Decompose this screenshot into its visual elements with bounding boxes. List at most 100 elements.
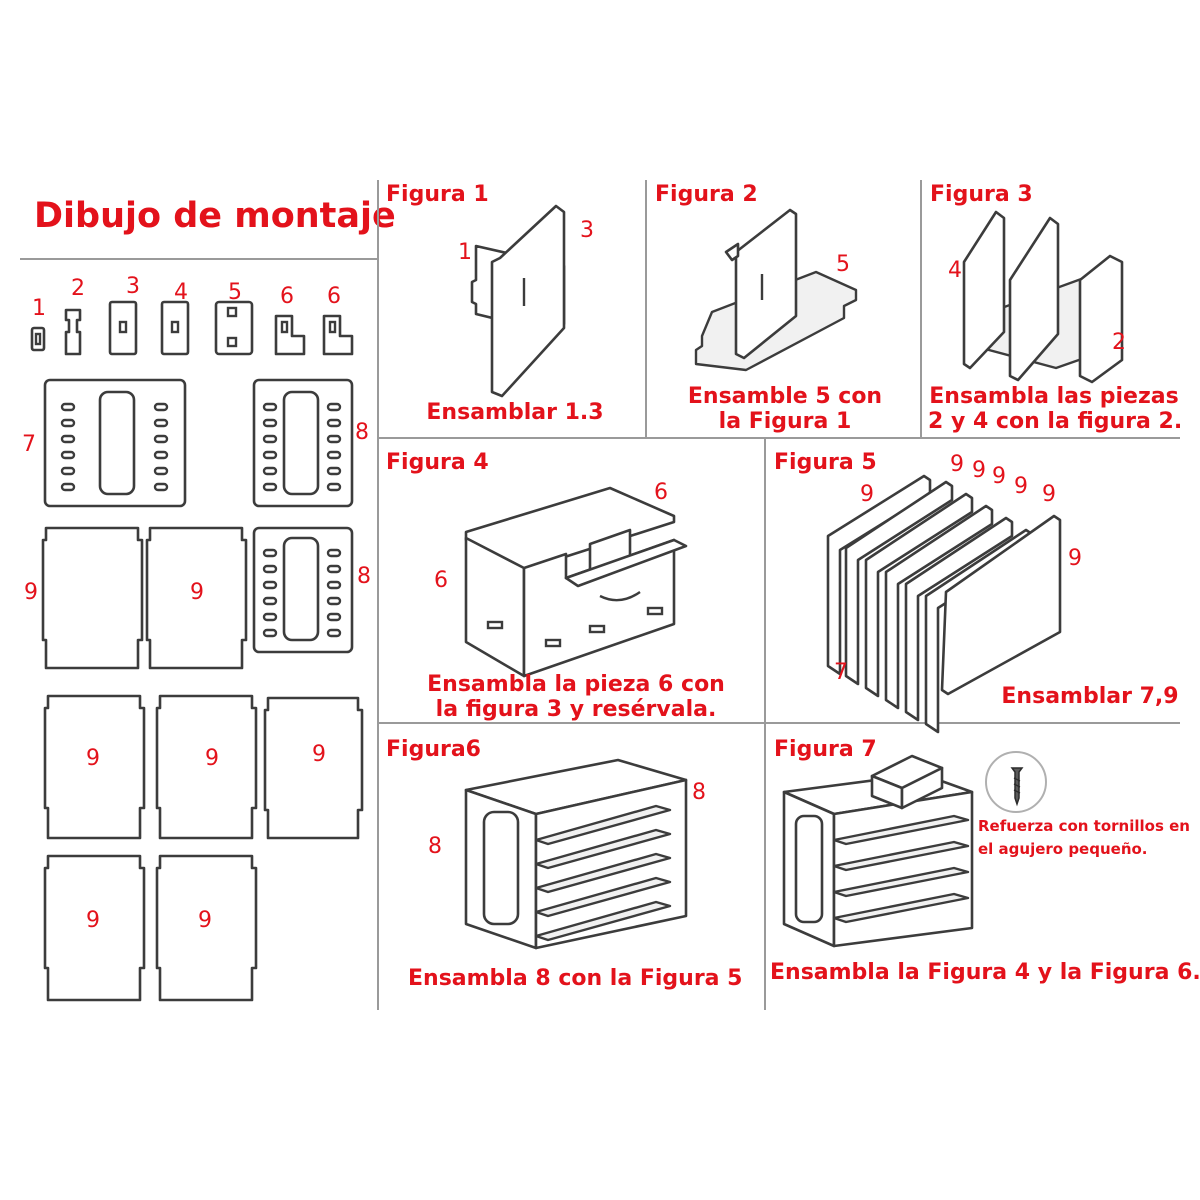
- divider-fig1-fig2: [645, 180, 647, 438]
- shelf-slot: [153, 450, 169, 460]
- figure-7-caption: Ensambla la Figura 4 y la Figura 6.: [770, 960, 1200, 985]
- shelf-slot: [262, 628, 278, 638]
- part-label-1: 1: [32, 296, 46, 321]
- shelf-slot: [60, 466, 76, 476]
- part-label-2: 2: [71, 276, 85, 301]
- part-label-6b: 6: [327, 284, 341, 309]
- shelf-slot: [60, 402, 76, 412]
- shelf-slot: [262, 466, 278, 476]
- fig1-callout-3: 3: [580, 218, 594, 243]
- shelf-slot: [60, 482, 76, 492]
- part-7: [43, 378, 187, 508]
- figure-4-drawing: [464, 486, 688, 678]
- shelf-slot: [262, 564, 278, 574]
- part-label-5: 5: [228, 280, 242, 305]
- shelf-slot: [60, 434, 76, 444]
- figure-2-caption-2: la Figura 1: [718, 409, 852, 434]
- part-label-3: 3: [126, 274, 140, 299]
- fig5-callout-9f: 9: [1042, 482, 1056, 507]
- shelf-slot: [262, 548, 278, 558]
- figure-7-drawing: [782, 754, 974, 948]
- divider-fig4-fig5: [764, 438, 766, 1010]
- figure-3-drawing: [962, 210, 1124, 384]
- shelf-slot: [326, 434, 342, 444]
- part-label-9f: 9: [86, 908, 100, 933]
- page-title: Dibujo de montaje: [34, 196, 396, 236]
- part-label-8a: 8: [355, 420, 369, 445]
- figure-6-caption: Ensambla 8 con la Figura 5: [408, 966, 743, 991]
- part-label-9c: 9: [86, 746, 100, 771]
- screw-icon: [985, 751, 1047, 813]
- fig3-callout-2: 2: [1112, 330, 1126, 355]
- part-label-6a: 6: [280, 284, 294, 309]
- divider-row2: [378, 722, 1180, 724]
- fig6-callout-8b: 8: [428, 834, 442, 859]
- part-2: [64, 308, 82, 356]
- figure-4-label: Figura 4: [386, 450, 489, 475]
- figure-5-caption: Ensamblar 7,9: [1001, 684, 1179, 709]
- figure-7-note-2: el agujero pequeño.: [978, 840, 1148, 858]
- shelf-slot: [262, 612, 278, 622]
- fig5-callout-9g: 9: [1068, 546, 1082, 571]
- part-label-9d: 9: [205, 746, 219, 771]
- shelf-slot: [326, 612, 342, 622]
- fig5-callout-9a: 9: [860, 482, 874, 507]
- divider-row1: [378, 437, 1180, 439]
- shelf-slot: [262, 580, 278, 590]
- shelf-slot: [153, 418, 169, 428]
- figure-2-drawing: [694, 208, 858, 372]
- divider-left: [377, 180, 379, 1010]
- shelf-slot: [60, 450, 76, 460]
- figure-7-label: Figura 7: [774, 737, 877, 762]
- fig3-callout-4: 4: [948, 258, 962, 283]
- divider-title: [20, 258, 378, 260]
- shelf-slot: [262, 402, 278, 412]
- shelf-slot: [326, 482, 342, 492]
- shelf-slot: [60, 418, 76, 428]
- shelf-slot: [262, 418, 278, 428]
- fig4-callout-6b: 6: [434, 568, 448, 593]
- shelf-slot: [326, 548, 342, 558]
- shelf-slot: [326, 418, 342, 428]
- part-label-9a: 9: [24, 580, 38, 605]
- part-label-7: 7: [22, 432, 36, 457]
- shelf-slot: [262, 450, 278, 460]
- figure-5-drawing: [826, 474, 1062, 734]
- part-label-9b: 9: [190, 580, 204, 605]
- shelf-slot: [326, 450, 342, 460]
- part-9-row2: [43, 694, 364, 840]
- fig6-callout-8a: 8: [692, 780, 706, 805]
- part-1: [30, 326, 46, 352]
- divider-fig2-fig3: [920, 180, 922, 438]
- figure-6-drawing: [464, 758, 688, 950]
- shelf-slot: [153, 434, 169, 444]
- figure-4-caption-1: Ensambla la pieza 6 con: [427, 672, 725, 697]
- part-4: [160, 300, 190, 356]
- part-8b: [252, 526, 354, 654]
- shelf-slot: [326, 466, 342, 476]
- figure-3-caption-1: Ensambla las piezas: [929, 384, 1179, 409]
- shelf-slot: [326, 564, 342, 574]
- fig4-callout-6a: 6: [654, 480, 668, 505]
- figure-1-caption: Ensamblar 1.3: [426, 400, 604, 425]
- fig5-callout-7: 7: [834, 660, 848, 685]
- part-label-8b: 8: [357, 564, 371, 589]
- fig5-callout-9b: 9: [950, 452, 964, 477]
- fig2-callout-5: 5: [836, 252, 850, 277]
- shelf-slot: [262, 596, 278, 606]
- part-8a: [252, 378, 354, 508]
- figure-3-label: Figura 3: [930, 182, 1033, 207]
- shelf-slot: [153, 466, 169, 476]
- fig5-callout-9c: 9: [972, 458, 986, 483]
- part-label-9e: 9: [312, 742, 326, 767]
- figure-7-note-1: Refuerza con tornillos en: [978, 817, 1190, 835]
- shelf-slot: [326, 402, 342, 412]
- shelf-slot: [262, 482, 278, 492]
- figure-2-label: Figura 2: [655, 182, 758, 207]
- shelf-slot: [153, 482, 169, 492]
- shelf-slot: [262, 434, 278, 444]
- part-label-4: 4: [174, 280, 188, 305]
- part-5: [214, 300, 254, 356]
